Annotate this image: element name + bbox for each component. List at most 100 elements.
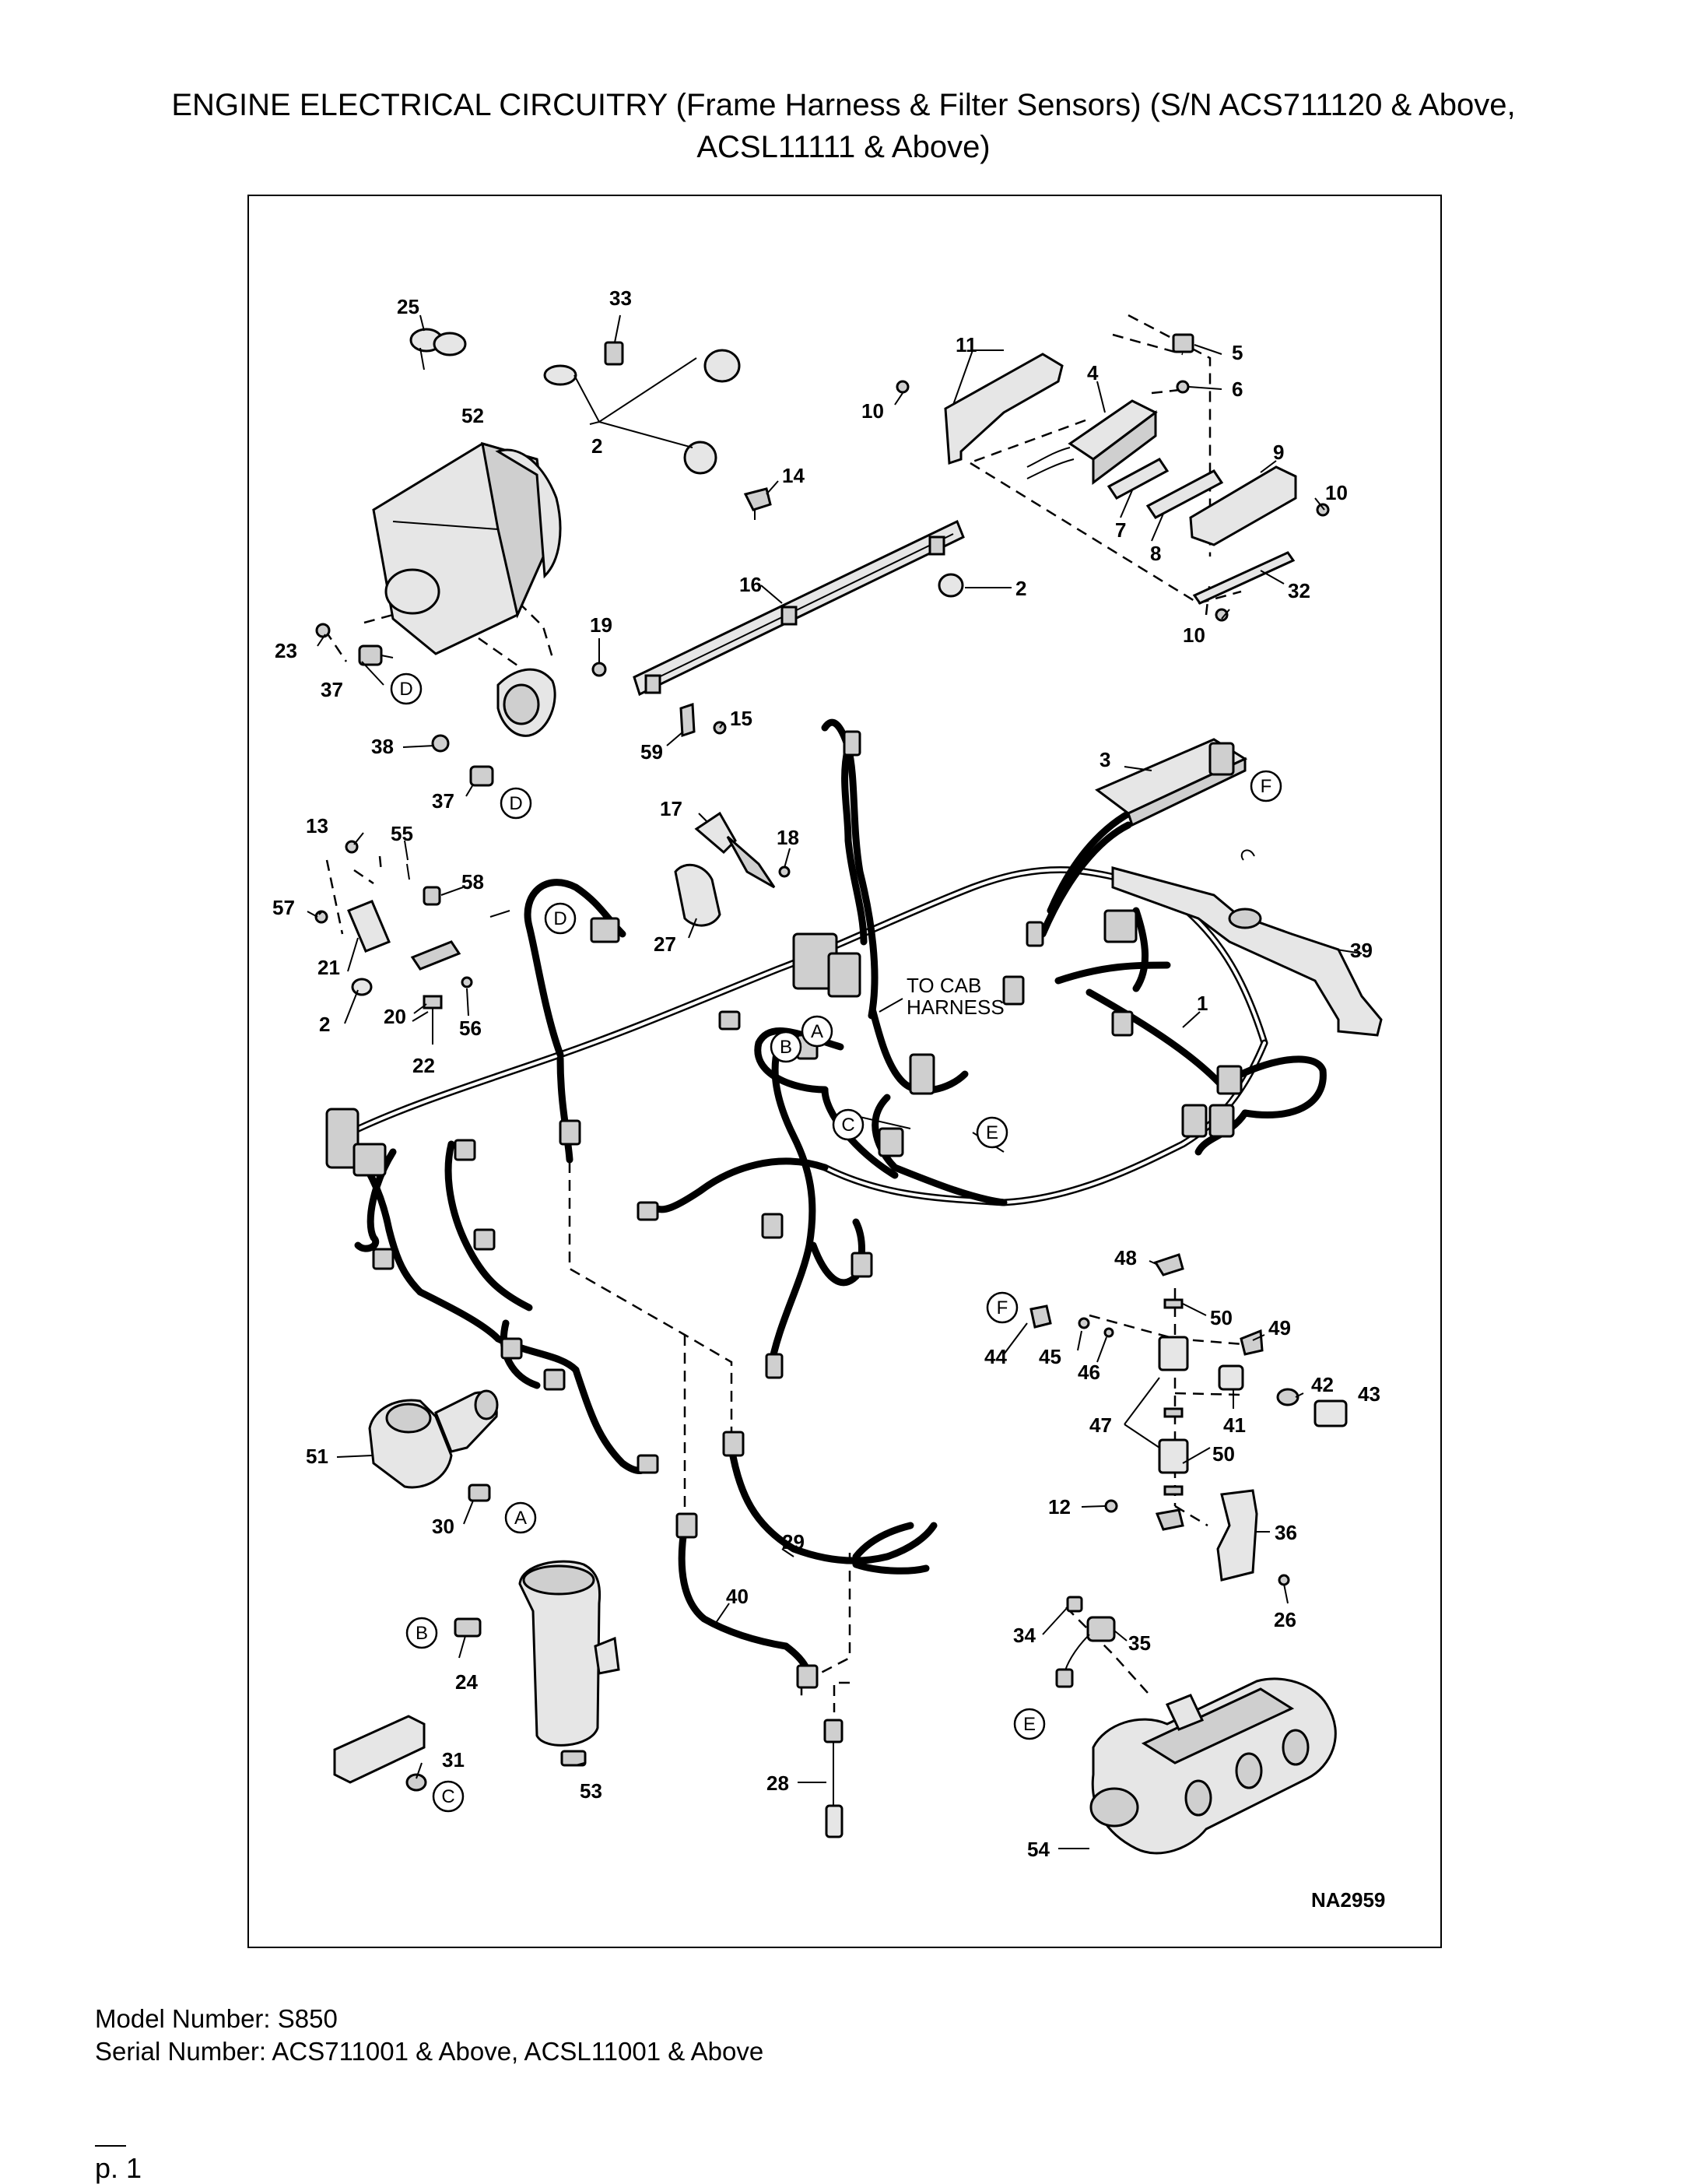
clips-2-top [543,341,741,475]
serial-number: Serial Number: ACS711001 & Above, ACSL11… [95,2037,764,2066]
label-part-56: 56 [459,1017,482,1040]
label-part-54: 54 [1027,1838,1050,1861]
label-part-31: 31 [442,1748,465,1771]
fuse-panel-4 [1026,399,1158,485]
label-part-8: 8 [1150,542,1161,565]
label-part-29: 29 [782,1530,805,1554]
bracket-39 [1111,849,1383,1037]
ref-d-sensor-top: D [399,679,412,700]
sensor-30 [468,1484,491,1502]
label-part-28: 28 [766,1771,789,1795]
bolt-19 [591,662,607,677]
label-part-14: 14 [782,464,805,487]
model-number: Model Number: S850 [95,2004,338,2033]
relay-47-lower [1158,1438,1189,1474]
drawing-code: NA2959 [1311,1888,1385,1912]
label-part-17: 17 [660,797,682,820]
ref-f-relay: F [997,1297,1008,1318]
label-8 [1145,469,1224,519]
block-31 [333,1715,426,1784]
label-part-37-lower: 37 [432,789,454,813]
exploded-parts-diagram: 25 33 52 2 14 10 11 4 5 6 9 10 7 8 32 10… [272,286,1385,1912]
label-part-15: 15 [730,707,752,730]
clamp-25 [409,328,467,370]
title-line-2: ACSL11111 & Above) [696,130,991,164]
label-part-33: 33 [609,286,632,310]
ref-d-sensor-lower: D [509,793,522,814]
bracket-17-sensor-27 [674,811,791,927]
label-part-22: 22 [412,1054,435,1077]
relay-47-top [1158,1336,1189,1371]
label-part-16: 16 [739,573,762,596]
spacer-50 [1163,1298,1184,1309]
sensor-37-lower [469,765,494,787]
label-part-11: 11 [956,333,977,356]
label-part-13: 13 [306,814,328,837]
bracket-48 [1153,1253,1184,1276]
label-part-44: 44 [984,1345,1007,1368]
label-part-51: 51 [306,1445,328,1468]
plate-20 [410,940,461,971]
label-part-40: 40 [726,1585,749,1608]
cover-9 [1189,465,1297,546]
sensor-31-fitting [405,1773,427,1792]
ref-e-valve: E [1023,1714,1036,1735]
label-part-42: 42 [1311,1373,1334,1396]
label-part-30: 30 [432,1515,454,1538]
bolt-12 [1104,1499,1118,1513]
label-part-4: 4 [1087,361,1099,384]
label-part-58: 58 [461,870,484,894]
sender-28 [823,1719,844,1838]
bracket-59 [679,702,727,738]
label-part-27: 27 [654,932,676,956]
bracket-36 [1216,1489,1258,1582]
label-part-49: 49 [1268,1316,1291,1340]
nut-42 [1276,1388,1299,1406]
label-part-45: 45 [1039,1345,1061,1368]
label-part-26: 26 [1274,1608,1296,1631]
label-part-6: 6 [1232,377,1243,401]
relay-41 [1218,1364,1244,1391]
ref-d-harness: D [553,908,566,929]
label-part-39: 39 [1350,939,1373,962]
label-part-3: 3 [1100,748,1110,771]
pump-51 [368,1389,499,1489]
label-part-32: 32 [1288,579,1310,602]
relay-assembly-41-50 [1029,1253,1348,1586]
ref-f-fusebox: F [1261,776,1272,797]
pad-22 [423,995,443,1009]
label-part-23: 23 [275,639,297,662]
label-part-18: 18 [777,826,799,849]
harness-40 [675,1512,819,1689]
ref-e-harness: E [986,1122,998,1143]
sensor-24 [454,1617,482,1638]
label-part-37-top: 37 [321,678,343,701]
ref-c-harness: C [841,1115,854,1136]
leader-lines [307,314,1363,1849]
nut-34 [1066,1596,1083,1613]
label-part-24: 24 [455,1670,478,1694]
label-part-36: 36 [1275,1521,1297,1544]
part-number-labels: 25 33 52 2 14 10 11 4 5 6 9 10 7 8 32 10… [272,286,1380,1861]
label-part-12: 12 [1048,1495,1071,1519]
nut-23 [315,623,331,638]
label-part-10-bottom: 10 [1183,623,1205,647]
label-part-50-top: 50 [1210,1306,1233,1329]
bracket-49 [1240,1329,1264,1356]
label-part-53: 53 [580,1779,602,1803]
mounting-group-20-22 [314,840,473,1009]
label-part-48: 48 [1114,1246,1137,1269]
mount-plate-11 [944,353,1064,465]
label-part-2-top: 2 [591,434,602,458]
solenoid-35 [1055,1616,1116,1688]
sensor-37-top [358,644,394,666]
label-part-47: 47 [1089,1413,1112,1437]
ref-b-harness: B [780,1037,792,1058]
ref-a-harness: A [811,1021,823,1042]
fuse-box-3 [1095,738,1248,827]
harness-29 [722,1431,938,1575]
label-part-20: 20 [384,1005,406,1028]
label-part-10-top: 10 [861,399,884,423]
label-part-5: 5 [1232,341,1243,364]
ref-a-sensor: A [514,1508,527,1529]
